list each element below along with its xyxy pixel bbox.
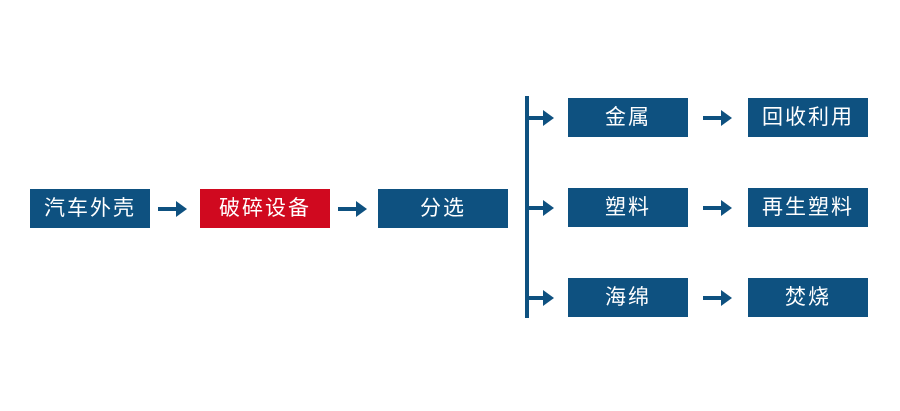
node-outcome-regenerated-plastic: 再生塑料 [748,188,868,227]
node-crushing-equipment: 破碎设备 [200,189,330,228]
node-outcome-incineration: 焚烧 [748,278,868,317]
arrow-right-icon-sponge-to-incineration [701,278,735,318]
node-material-sponge: 海绵 [568,278,688,317]
arrow-right-icon-branch-sponge [529,285,559,311]
node-outcome-recycle-reuse: 回收利用 [748,98,868,137]
arrow-right-icon-plastic-to-regenerated [701,188,735,228]
arrow-right-icon-input-to-crusher [156,189,190,229]
node-sorting: 分选 [378,189,508,228]
arrow-right-icon-metal-to-recycle [701,98,735,138]
node-material-metal: 金属 [568,98,688,137]
vertical-bus-line-icon [525,96,529,318]
node-material-plastic: 塑料 [568,188,688,227]
arrow-right-icon-crusher-to-sorting [336,189,370,229]
arrow-right-icon-branch-metal [529,105,559,131]
node-input-car-shell: 汽车外壳 [30,189,150,228]
arrow-right-icon-branch-plastic [529,195,559,221]
